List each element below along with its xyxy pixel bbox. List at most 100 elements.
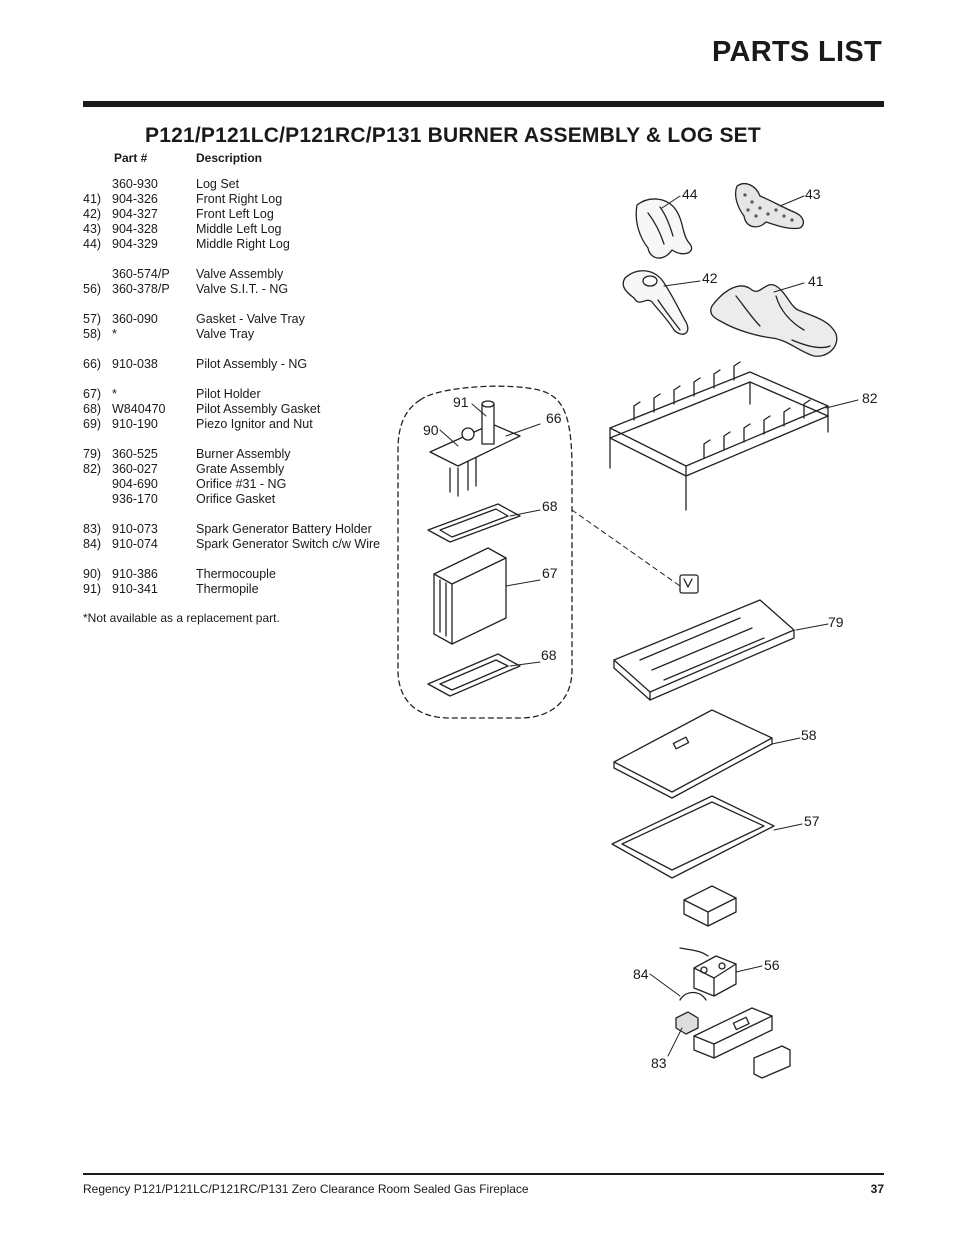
callout-57: 57 [804, 813, 820, 829]
valve-tray-58-drawing [613, 709, 773, 799]
callout-83: 83 [651, 1055, 667, 1071]
parts-ref-number: 58) [83, 327, 102, 341]
callout-90: 90 [423, 422, 439, 438]
parts-description: Orifice Gasket [196, 492, 276, 506]
parts-part-number: W840470 [112, 402, 166, 416]
callout-66: 66 [546, 410, 562, 426]
parts-part-number: 360-930 [112, 177, 158, 191]
parts-ref-number: 43) [83, 222, 102, 236]
callout-56: 56 [764, 957, 780, 973]
parts-description: Grate Assembly [196, 462, 285, 476]
parts-description: Spark Generator Battery Holder [196, 522, 372, 536]
parts-part-number: 904-329 [112, 237, 158, 251]
parts-part-number: 360-574/P [112, 267, 170, 281]
parts-part-number: 910-074 [112, 537, 158, 551]
callout-68-upper: 68 [542, 498, 558, 514]
parts-description: Thermopile [196, 582, 259, 596]
parts-ref-number: 66) [83, 357, 102, 371]
page-number: 37 [870, 1182, 884, 1196]
callout-58: 58 [801, 727, 817, 743]
parts-description: Gasket - Valve Tray [196, 312, 305, 326]
callout-43: 43 [805, 186, 821, 202]
parts-ref-number: 91) [83, 582, 102, 596]
gasket-68-lower-drawing [427, 653, 521, 697]
parts-description: Orifice #31 - NG [196, 477, 287, 491]
parts-description: Valve S.I.T. - NG [196, 282, 289, 296]
parts-part-number: * [112, 327, 117, 341]
parts-part-number: 910-386 [112, 567, 158, 581]
gasket-57-drawing [611, 795, 775, 879]
parts-description: Middle Left Log [196, 222, 282, 236]
valve-56-drawing [679, 947, 737, 997]
parts-part-number: 904-327 [112, 207, 158, 221]
log-43-drawing [734, 182, 805, 230]
switch-84-drawing [679, 991, 773, 1059]
burner-79-drawing [613, 574, 795, 701]
parts-part-number: * [112, 387, 117, 401]
parts-description: Front Left Log [196, 207, 274, 221]
parts-ref-number: 83) [83, 522, 102, 536]
battery-83-drawing [675, 1011, 791, 1079]
parts-ref-number: 79) [83, 447, 102, 461]
parts-description: Pilot Assembly - NG [196, 357, 308, 371]
parts-description: Log Set [196, 177, 240, 191]
parts-part-number: 910-190 [112, 417, 158, 431]
callout-79: 79 [828, 614, 844, 630]
parts-ref-number: 42) [83, 207, 102, 221]
parts-description: Pilot Assembly Gasket [196, 402, 321, 416]
callout-67: 67 [542, 565, 558, 581]
footer-text: Regency P121/P121LC/P121RC/P131 Zero Cle… [83, 1182, 529, 1196]
parts-description: Valve Tray [196, 327, 255, 341]
parts-ref-number: 57) [83, 312, 102, 326]
parts-description: Pilot Holder [196, 387, 261, 401]
parts-ref-number: 69) [83, 417, 102, 431]
parts-part-number: 360-027 [112, 462, 158, 476]
column-header-part: Part # [114, 151, 148, 165]
log-41-drawing [710, 284, 838, 357]
callout-41: 41 [808, 273, 824, 289]
parts-part-number: 904-326 [112, 192, 158, 206]
parts-part-number: 910-341 [112, 582, 158, 596]
parts-part-number: 910-038 [112, 357, 158, 371]
parts-ref-number: 67) [83, 387, 102, 401]
callout-91: 91 [453, 394, 469, 410]
parts-description: Burner Assembly [196, 447, 291, 461]
parts-description: Middle Right Log [196, 237, 290, 251]
callout-42: 42 [702, 270, 718, 286]
bottom-rule [83, 1173, 884, 1175]
pilot-holder-67-drawing [433, 547, 507, 645]
parts-part-number: 360-090 [112, 312, 158, 326]
parts-description: Thermocouple [196, 567, 276, 581]
top-rule [83, 101, 884, 107]
parts-ref-number: 56) [83, 282, 102, 296]
column-header-description: Description [196, 151, 263, 165]
parts-part-number: 904-690 [112, 477, 158, 491]
log-42-drawing [622, 270, 689, 335]
parts-ref-number: 90) [83, 567, 102, 581]
callout-84: 84 [633, 966, 649, 982]
parts-ref-number: 41) [83, 192, 102, 206]
callout-44: 44 [682, 186, 698, 202]
parts-description: Front Right Log [196, 192, 283, 206]
callout-68-lower: 68 [541, 647, 557, 663]
parts-description: Valve Assembly [196, 267, 284, 281]
parts-ref-number: 68) [83, 402, 102, 416]
parts-ref-number: 82) [83, 462, 102, 476]
parts-part-number: 910-073 [112, 522, 158, 536]
section-title: P121/P121LC/P121RC/P131 BURNER ASSEMBLY … [145, 124, 761, 147]
parts-ref-number: 44) [83, 237, 102, 251]
parts-description: Piezo Ignitor and Nut [196, 417, 313, 431]
parts-part-number: 360-378/P [112, 282, 170, 296]
parts-part-number: 904-328 [112, 222, 158, 236]
parts-part-number: 936-170 [112, 492, 158, 506]
parts-ref-number: 84) [83, 537, 102, 551]
gasket-68-upper-drawing [427, 503, 521, 543]
footnote: *Not available as a replacement part. [83, 611, 280, 625]
parts-description: Spark Generator Switch c/w Wire [196, 537, 381, 551]
pilot-66-drawing [429, 400, 521, 497]
grate-82-drawing [609, 361, 829, 511]
callout-82: 82 [862, 390, 878, 406]
bracket-drawing [683, 885, 737, 927]
page-title: PARTS LIST [711, 36, 882, 68]
log-44-drawing [635, 198, 693, 259]
